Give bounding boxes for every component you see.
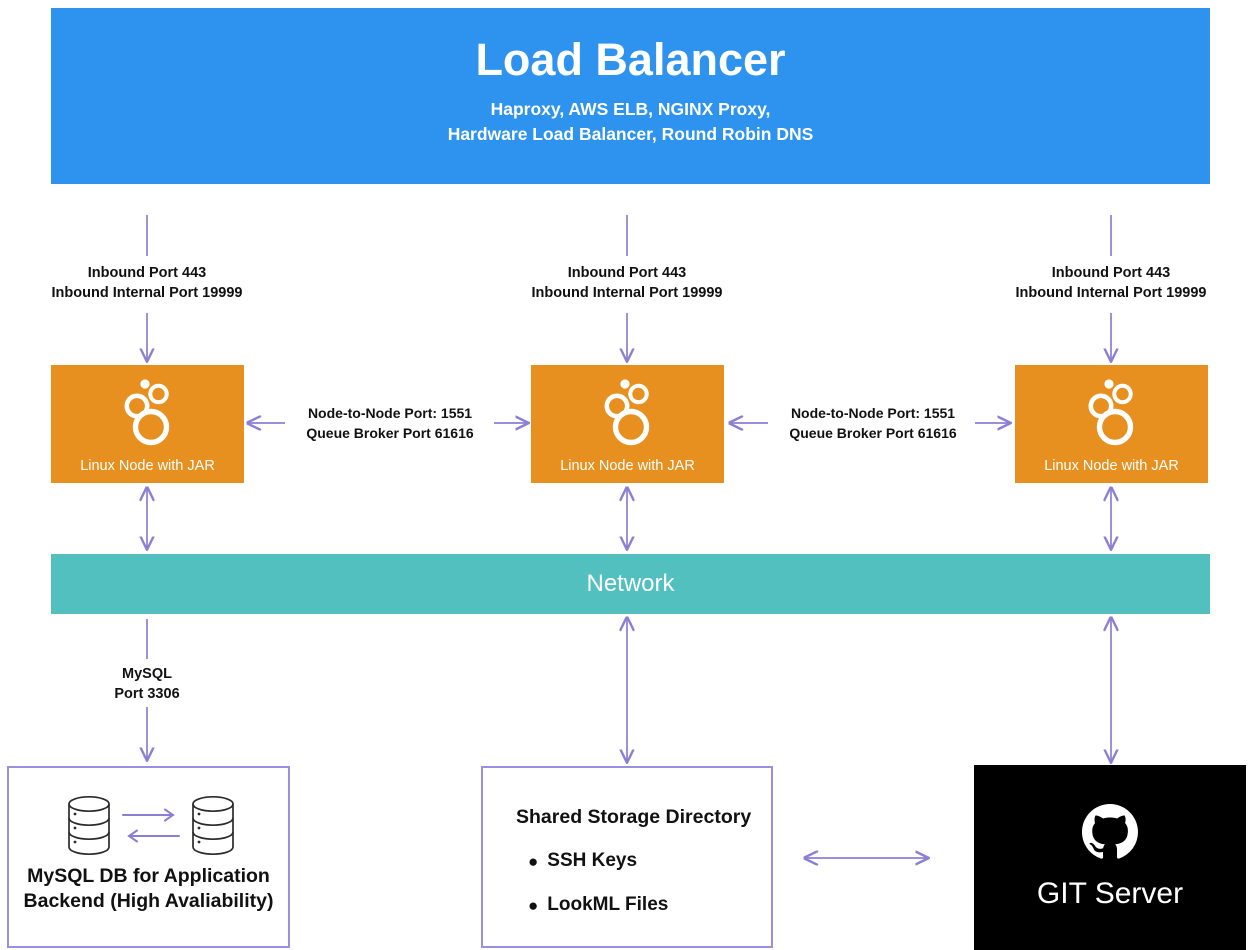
bullet-icon: ● (528, 851, 539, 871)
linux-node-3[interactable]: Linux Node with JAR (1015, 365, 1208, 483)
database-replication-icon (61, 794, 241, 865)
mysql-link-label-line1: MySQL (122, 666, 172, 682)
inbound-label-3-line1: Inbound Port 443 (1051, 265, 1171, 281)
load-balancer-title: Load Balancer (475, 34, 786, 85)
load-balancer-subtitle-line2: Hardware Load Balancer, Round Robin DNS (447, 124, 814, 145)
git-server-box[interactable]: GIT Server (974, 765, 1246, 950)
shared-storage-title: Shared Storage Directory (516, 806, 752, 828)
inbound-label-2: Inbound Port 443 Inbound Internal Port 1… (477, 264, 777, 303)
inbound-label-2-line1: Inbound Port 443 (567, 265, 687, 281)
network-bar: Network (51, 554, 1210, 614)
inbound-label-3: Inbound Port 443 Inbound Internal Port 1… (961, 264, 1251, 303)
inbound-label-3-line2: Inbound Internal Port 19999 (1015, 284, 1207, 301)
mysql-db-caption-line2: Backend (High Avaliability) (23, 889, 274, 912)
node-link-label-1-line1: Node-to-Node Port: 1551 (307, 405, 473, 421)
load-balancer-box: Load Balancer Haproxy, AWS ELB, NGINX Pr… (51, 8, 1210, 184)
shared-storage-item-1-label: LookML Files (547, 894, 669, 915)
linux-node-3-label: Linux Node with JAR (1044, 458, 1179, 474)
linux-node-2[interactable]: Linux Node with JAR (531, 365, 724, 483)
linux-node-2-label: Linux Node with JAR (560, 458, 695, 474)
inbound-label-1-line1: Inbound Port 443 (87, 265, 207, 281)
node-link-label-1: Node-to-Node Port: 1551 Queue Broker Por… (275, 404, 505, 443)
mysql-db-caption-line1: MySQL DB for Application (27, 865, 270, 887)
mysql-link-label: MySQL Port 3306 (47, 665, 247, 704)
node-link-label-2-line1: Node-to-Node Port: 1551 (790, 405, 956, 421)
inbound-label-1-line2: Inbound Internal Port 19999 (51, 284, 243, 301)
linux-node-1[interactable]: Linux Node with JAR (51, 365, 244, 483)
list-item: ● LookML Files (528, 894, 668, 916)
node-link-label-1-line2: Queue Broker Port 61616 (306, 424, 474, 441)
node-cluster-icon (1084, 375, 1140, 452)
network-label: Network (586, 570, 675, 597)
node-link-label-2: Node-to-Node Port: 1551 Queue Broker Por… (758, 404, 988, 443)
linux-node-1-label: Linux Node with JAR (80, 458, 215, 474)
mysql-link-label-line2: Port 3306 (114, 685, 180, 702)
list-item: ● SSH Keys (528, 850, 668, 872)
git-server-label: GIT Server (1036, 877, 1184, 910)
node-link-label-2-line2: Queue Broker Port 61616 (789, 424, 957, 441)
bullet-icon: ● (528, 895, 539, 915)
mysql-db-caption: MySQL DB for Application Backend (High A… (9, 864, 288, 914)
node-cluster-icon (120, 375, 176, 452)
shared-storage-box[interactable]: Shared Storage Directory ● SSH Keys ● Lo… (481, 766, 773, 948)
github-octocat-icon (1082, 804, 1138, 865)
mysql-db-box[interactable]: MySQL DB for Application Backend (High A… (7, 766, 290, 948)
shared-storage-item-0-label: SSH Keys (547, 850, 638, 871)
node-cluster-icon (600, 375, 656, 452)
inbound-label-2-line2: Inbound Internal Port 19999 (531, 284, 723, 301)
shared-storage-list: ● SSH Keys ● LookML Files (528, 850, 668, 938)
load-balancer-subtitle-line1: Haproxy, AWS ELB, NGINX Proxy, (490, 98, 771, 119)
inbound-label-1: Inbound Port 443 Inbound Internal Port 1… (0, 264, 297, 303)
